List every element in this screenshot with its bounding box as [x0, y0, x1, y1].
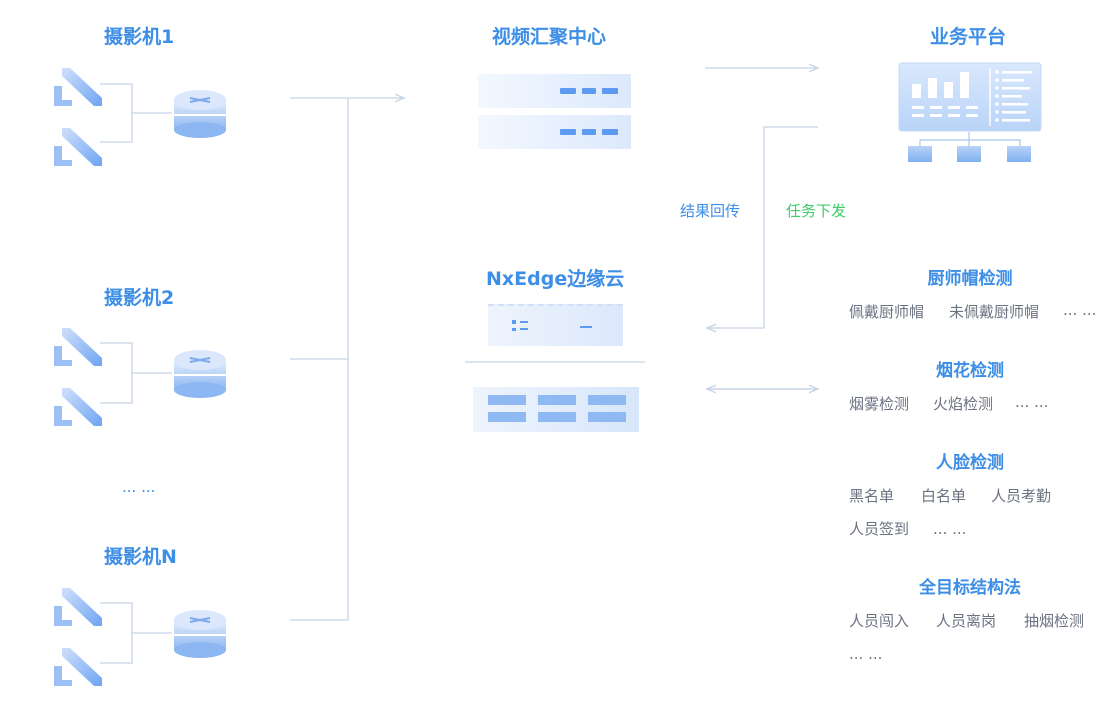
backbone	[290, 97, 349, 621]
camera-icon	[52, 644, 104, 694]
video-center-title: 视频汇聚中心	[492, 26, 607, 48]
camera-2-link	[100, 342, 172, 404]
capability-item: 火焰检测	[933, 395, 994, 413]
camera-1-link	[100, 83, 172, 143]
server-unit	[478, 74, 631, 108]
capability-item: 白名单	[921, 487, 967, 505]
router-icon	[172, 606, 228, 664]
capability-title: 烟花检测	[936, 361, 1004, 381]
camera-1-title: 摄影机1	[104, 26, 175, 48]
edge-device	[488, 304, 623, 346]
capability-item: 烟雾检测	[849, 395, 910, 413]
capability-item: 人员签到	[849, 520, 910, 538]
platform-tree	[919, 132, 1021, 146]
camera-icon	[52, 584, 104, 634]
server-unit	[478, 115, 631, 149]
business-platform-title: 业务平台	[930, 26, 1007, 48]
capability-title: 全目标结构法	[919, 578, 1021, 598]
camera-ellipsis: ... ...	[122, 478, 156, 496]
camera-icon	[52, 64, 104, 114]
capability-item: ... ...	[1015, 393, 1049, 411]
edge-server-rack	[473, 387, 639, 432]
router-icon	[172, 346, 228, 404]
capability-title: 厨师帽检测	[927, 269, 1013, 289]
camera-n-title: 摄影机N	[104, 546, 177, 568]
camera-icon	[52, 324, 104, 374]
camera-n-link	[100, 602, 172, 664]
terminal-icon	[908, 146, 932, 162]
capability-item: 抽烟检测	[1024, 612, 1085, 630]
capability-item: 黑名单	[849, 487, 895, 505]
capability-item: 人员闯入	[849, 612, 910, 630]
camera-icon	[52, 124, 104, 174]
edge-cloud-title: NxEdge边缘云	[486, 268, 625, 290]
capability-item: ... ...	[933, 520, 967, 538]
capability-item: 人员离岗	[936, 612, 997, 630]
capability-item: 佩戴厨师帽	[849, 303, 925, 321]
capability-item: 人员考勤	[991, 487, 1052, 505]
dashboard-monitor-icon	[898, 62, 1042, 138]
capability-item: ... ...	[849, 645, 883, 663]
capability-title: 人脸检测	[936, 453, 1004, 473]
task-dispatch-label: 任务下发	[786, 202, 847, 220]
camera-icon	[52, 384, 104, 434]
task-dispatch-arrow	[707, 126, 818, 328]
result-return-label: 结果回传	[680, 202, 741, 220]
capability-item: 未佩戴厨师帽	[949, 303, 1040, 321]
capability-item: ... ...	[1063, 301, 1097, 319]
terminal-icon	[1007, 146, 1031, 162]
camera-2-title: 摄影机2	[104, 287, 175, 309]
router-icon	[172, 86, 228, 144]
terminal-icon	[957, 146, 981, 162]
